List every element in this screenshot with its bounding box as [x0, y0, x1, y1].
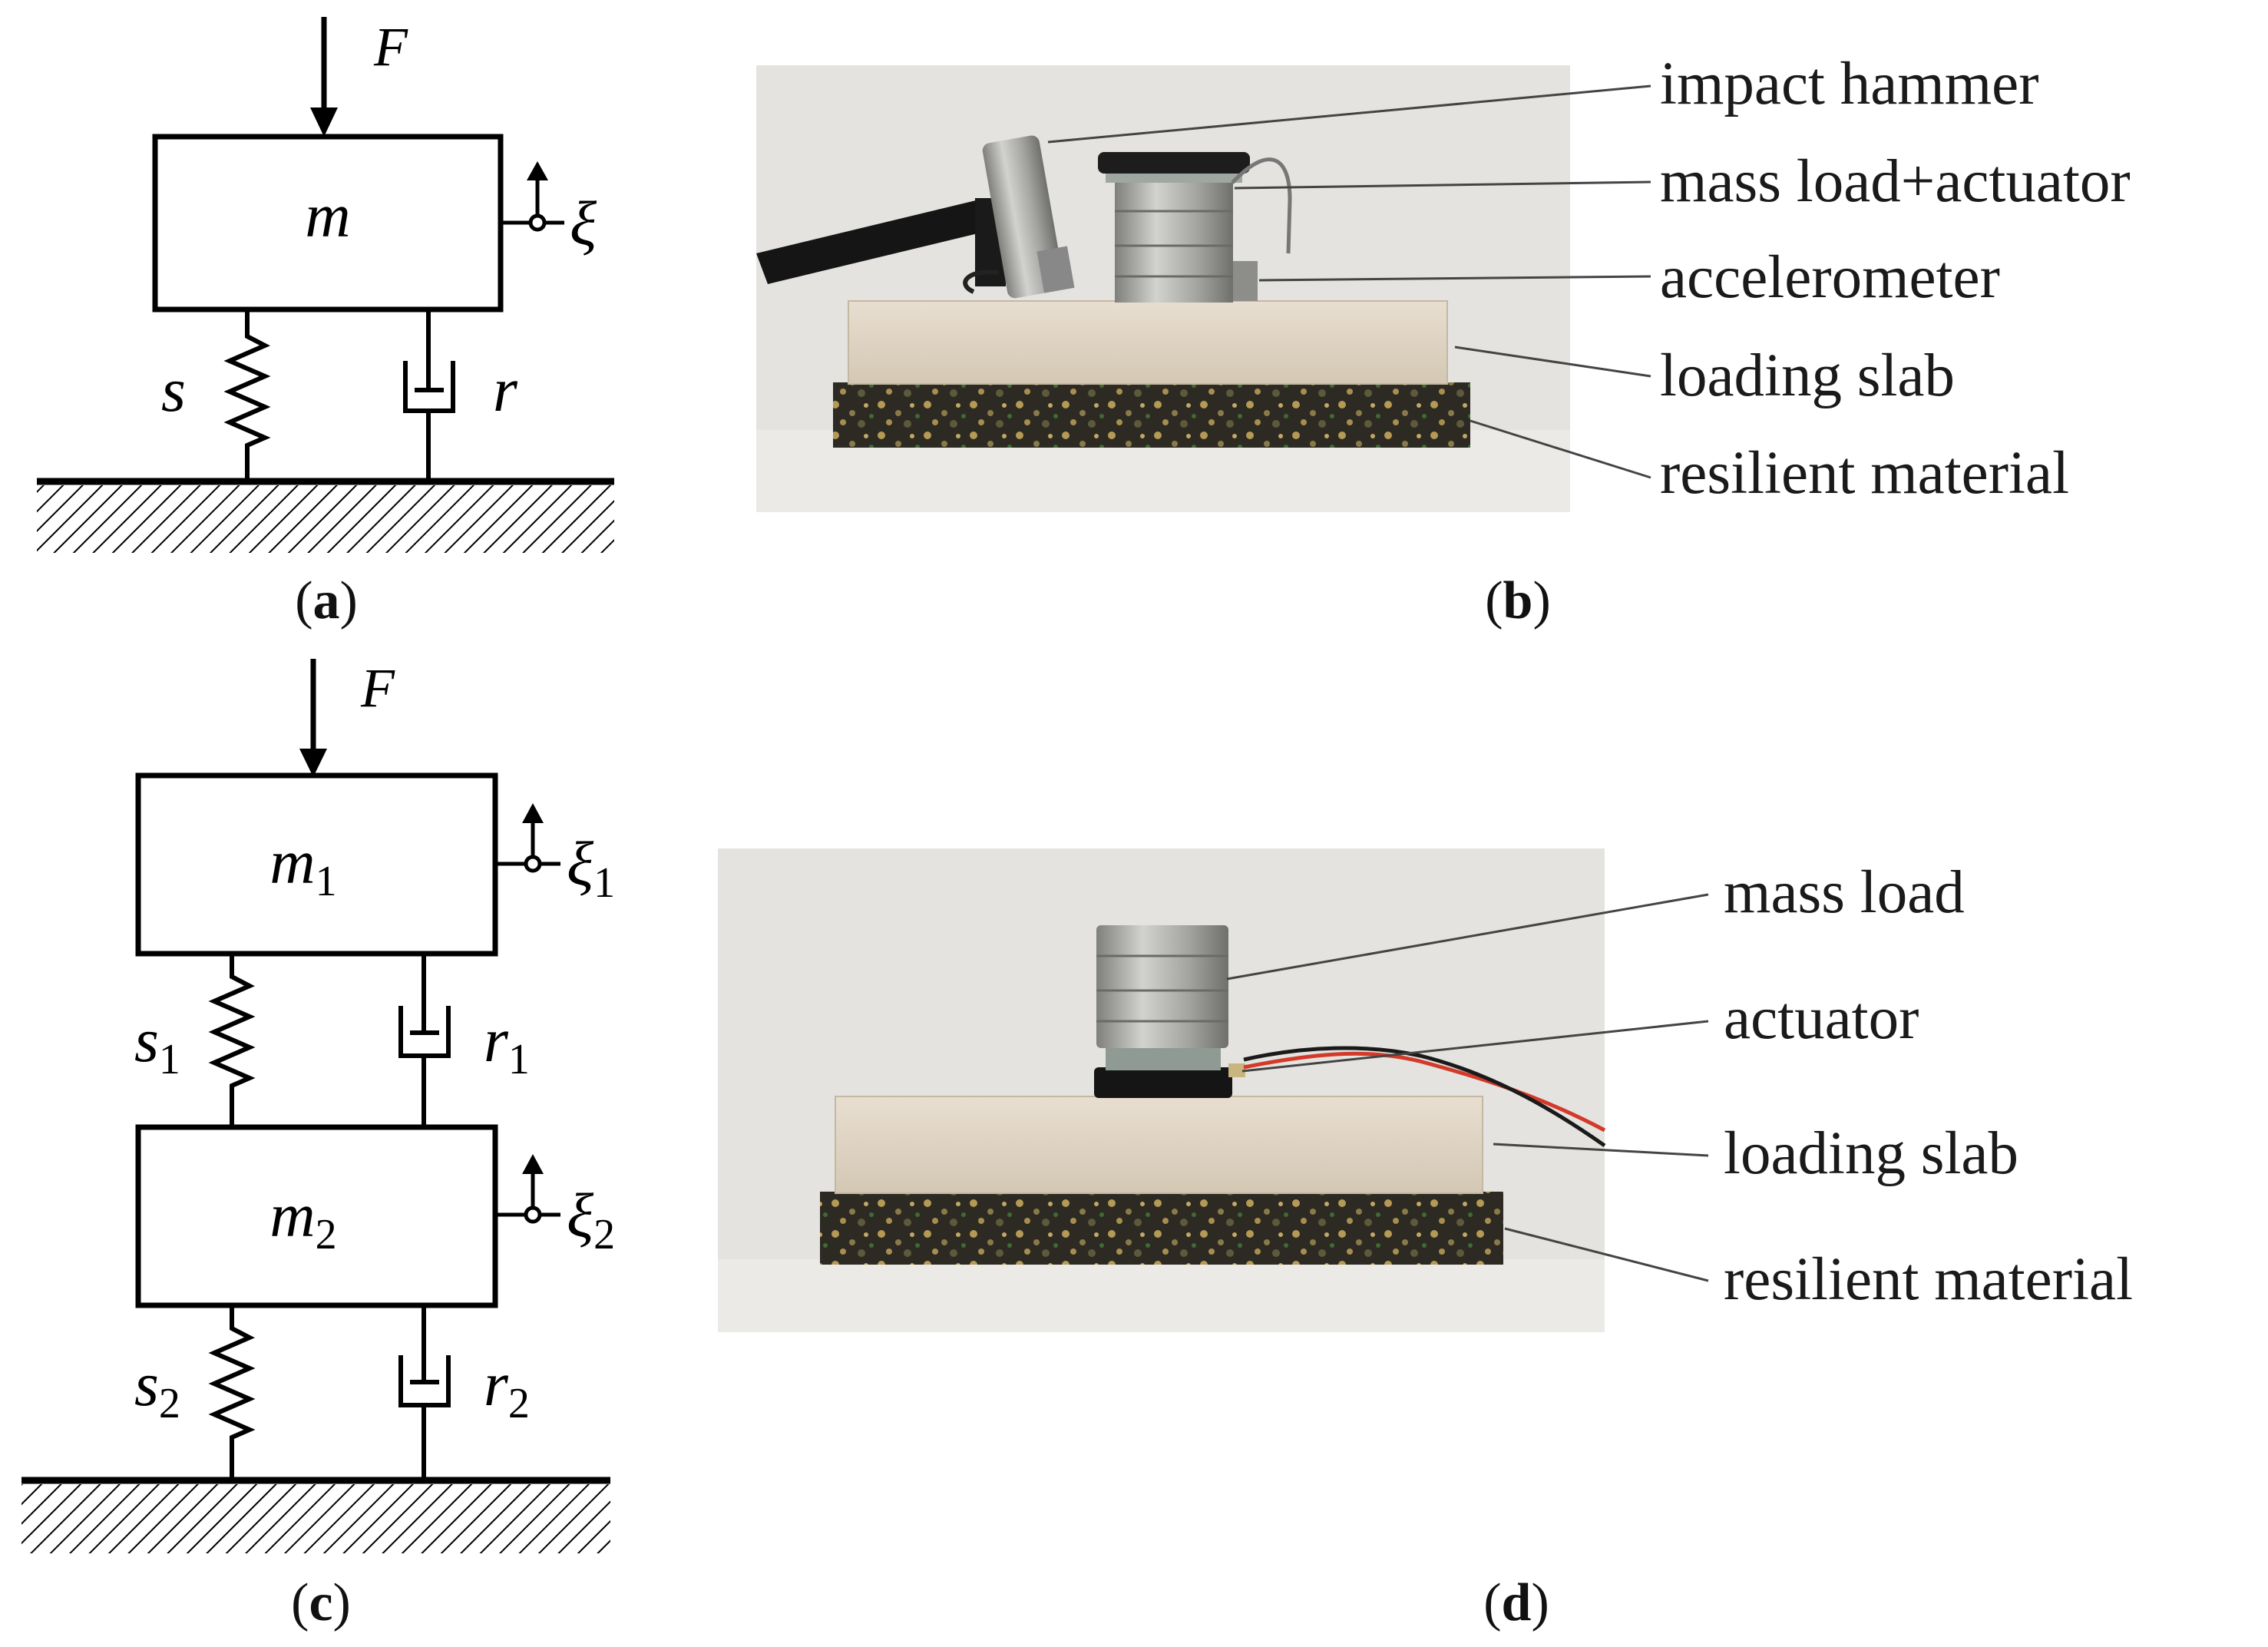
- panel-b-label: (b): [1485, 571, 1551, 630]
- damping-label: r: [493, 355, 518, 425]
- accelerometer: [1233, 261, 1258, 301]
- damper: [403, 309, 455, 480]
- damping1-label: r1: [484, 1005, 530, 1083]
- displacement1-indicator: [495, 803, 560, 873]
- callout-impact-hammer: impact hammer: [1660, 51, 2039, 117]
- mass-load-cylinder: [1115, 178, 1233, 303]
- callout-resilient-material: resilient material: [1660, 440, 2069, 507]
- panel-a-diagram: F m ξ s r (a): [37, 16, 614, 630]
- mass-label: m: [305, 180, 350, 250]
- ground-hatch: [37, 485, 614, 553]
- callout-mass-load: mass load: [1724, 859, 1965, 926]
- callout-loading-slab: loading slab: [1724, 1120, 2018, 1187]
- panel-d-photo: mass load actuator loading slab resilien…: [718, 848, 2133, 1632]
- actuator-cable-black: [1243, 1046, 1606, 1148]
- panel-b-photo: impact hammer mass load+actuator acceler…: [756, 51, 2131, 630]
- resilient-material-pad: [833, 382, 1470, 448]
- panel-c-label: (c): [291, 1573, 351, 1632]
- panel-c-diagram: F m1 ξ1 s1 r1 m2: [21, 657, 615, 1632]
- damper2: [398, 1305, 451, 1478]
- spring1: [208, 954, 256, 1127]
- panel-d-leaders: [1226, 893, 1709, 1282]
- force-arrowhead: [299, 749, 327, 777]
- panel-b-leaders: [1047, 84, 1651, 479]
- force-label: F: [373, 16, 408, 78]
- callout-loading-slab: loading slab: [1660, 342, 1955, 409]
- stiffness-label: s: [161, 355, 186, 425]
- resilient-material-pad: [820, 1192, 1503, 1265]
- actuator-base: [1094, 1067, 1232, 1098]
- callout-resilient-material: resilient material: [1724, 1246, 2133, 1313]
- damper1: [398, 954, 451, 1127]
- mass-load-cylinder: [1096, 925, 1228, 1048]
- force-label: F: [360, 657, 395, 719]
- displacement1-label: ξ1: [567, 828, 615, 907]
- ground-hatch: [21, 1484, 610, 1553]
- actuator-cap: [1098, 152, 1250, 174]
- panel-d-label: (d): [1483, 1573, 1549, 1632]
- actuator-cable-red: [1243, 1051, 1606, 1133]
- mass2-label: m2: [269, 1180, 336, 1258]
- mass1-label: m1: [269, 827, 336, 905]
- displacement-indicator: [501, 161, 564, 232]
- force-arrowhead: [310, 107, 338, 137]
- spring: [223, 309, 271, 480]
- callout-accelerometer: accelerometer: [1660, 244, 2000, 311]
- panel-a-label: (a): [295, 571, 358, 630]
- callout-mass-load-actuator: mass load+actuator: [1660, 148, 2131, 215]
- stiffness2-label: s2: [134, 1349, 180, 1427]
- displacement2-label: ξ2: [567, 1180, 615, 1258]
- accelerometer-cable: [1231, 157, 1292, 254]
- loading-slab: [848, 300, 1448, 385]
- spring2: [208, 1305, 256, 1478]
- callout-actuator: actuator: [1724, 985, 1919, 1052]
- displacement2-indicator: [495, 1154, 560, 1224]
- hammer-handle: [756, 200, 990, 284]
- stiffness1-label: s1: [134, 1005, 180, 1083]
- displacement-label: ξ: [570, 188, 597, 258]
- damping2-label: r2: [484, 1349, 530, 1427]
- loading-slab: [835, 1096, 1483, 1194]
